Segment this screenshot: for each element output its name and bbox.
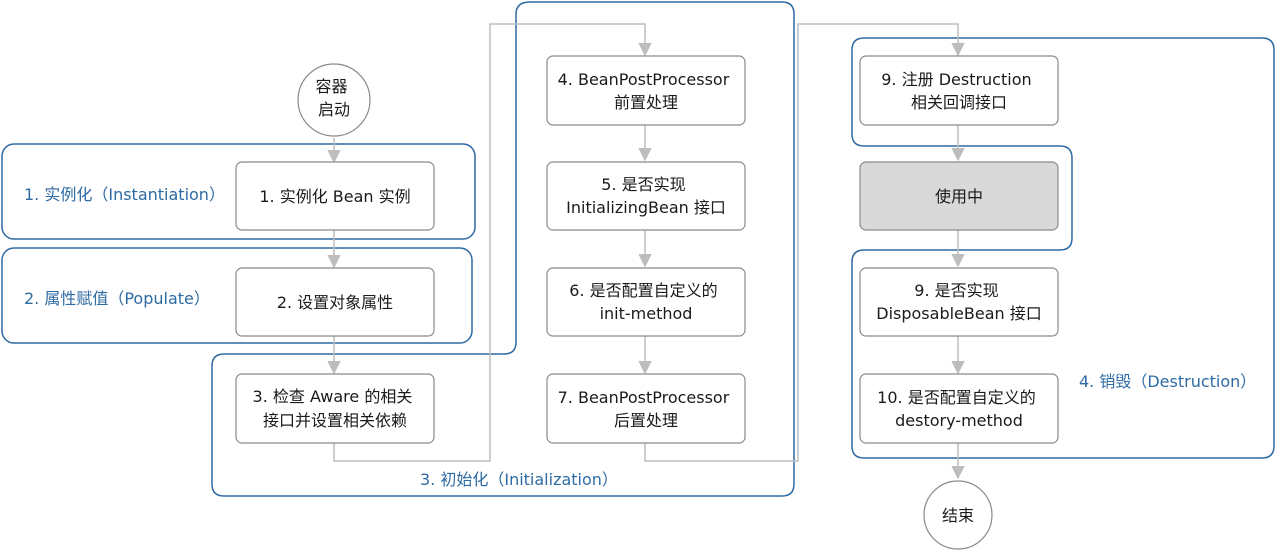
step-line: init-method	[600, 304, 693, 323]
step-aware-label: 3. 检查 Aware 的相关 接口并设置相关依赖	[253, 387, 418, 430]
phase-populate-region	[1, 247, 473, 344]
step-register-destruction-label: 9. 注册 Destruction 相关回调接口	[881, 70, 1036, 112]
step-disposable-bean-box	[859, 267, 1059, 337]
step-initializing-bean-box	[546, 161, 746, 231]
step-init-method-box	[546, 267, 746, 337]
step-line: DisposableBean 接口	[876, 304, 1042, 323]
phase-destruction-region-top	[851, 37, 1275, 459]
step-disposable-bean-label: 9. 是否实现 DisposableBean 接口	[876, 281, 1042, 323]
step-set-properties-label: 2. 设置对象属性	[277, 293, 393, 312]
step-instantiate-bean-box	[235, 161, 435, 231]
step-instantiate-bean-label: 1. 实例化 Bean 实例	[259, 187, 410, 206]
step-init-method-label: 6. 是否配置自定义的 init-method	[569, 281, 722, 323]
step-line: 前置处理	[614, 93, 678, 112]
step-aware-box	[235, 373, 435, 444]
step-line: 2. 设置对象属性	[277, 293, 393, 312]
arrow-bpp-after-to-register	[644, 23, 965, 462]
step-line: 7. BeanPostProcessor	[558, 388, 730, 407]
step-in-use-label: 使用中	[935, 187, 983, 206]
step-set-properties-box	[235, 267, 435, 337]
step-initializing-bean-label: 5. 是否实现 InitializingBean 接口	[566, 175, 726, 217]
step-bpp-after-label: 7. BeanPostProcessor 后置处理	[558, 388, 735, 430]
step-line: 6. 是否配置自定义的	[569, 281, 717, 300]
step-line: 使用中	[935, 187, 983, 206]
phase-destruction-label: 4. 销毁（Destruction）	[1079, 372, 1256, 391]
step-line: destory-method	[895, 411, 1023, 430]
step-line: 后置处理	[614, 411, 678, 430]
step-line: 3. 检查 Aware 的相关	[253, 387, 413, 406]
step-line: 9. 是否实现	[914, 281, 998, 300]
end-label: 结束	[942, 506, 974, 525]
step-line: 1. 实例化 Bean 实例	[259, 187, 410, 206]
start-node	[297, 63, 371, 137]
step-register-destruction-box	[859, 55, 1059, 126]
step-destroy-method-box	[859, 373, 1059, 444]
step-line: InitializingBean 接口	[566, 198, 726, 217]
step-bpp-after-box	[546, 373, 746, 444]
phase-instantiation-label: 1. 实例化（Instantiation）	[24, 185, 225, 204]
step-line: 相关回调接口	[911, 93, 1007, 112]
step-line: 10. 是否配置自定义的	[877, 388, 1036, 407]
step-bpp-before-box	[546, 55, 746, 126]
step-destroy-method-label: 10. 是否配置自定义的 destory-method	[877, 388, 1041, 430]
step-line: 接口并设置相关依赖	[263, 411, 407, 430]
step-line: 4. BeanPostProcessor	[558, 70, 730, 89]
arrow-aware-to-bpp-before	[333, 23, 652, 462]
start-label-line: 启动	[318, 100, 350, 119]
end-node	[923, 480, 993, 550]
phase-populate-label: 2. 属性赋值（Populate）	[24, 289, 210, 308]
start-label-line: 容器	[315, 77, 347, 96]
start-label: 容器 启动	[315, 77, 352, 119]
step-line: 9. 注册 Destruction	[881, 70, 1031, 89]
step-line: 5. 是否实现	[601, 175, 685, 194]
phase-initialization-region	[211, 1, 795, 497]
end-label-line: 结束	[942, 506, 974, 525]
phase-instantiation-region	[1, 143, 476, 240]
phase-initialization-label: 3. 初始化（Initialization）	[420, 470, 618, 489]
step-bpp-before-label: 4. BeanPostProcessor 前置处理	[558, 70, 735, 112]
step-in-use-box	[859, 161, 1059, 231]
